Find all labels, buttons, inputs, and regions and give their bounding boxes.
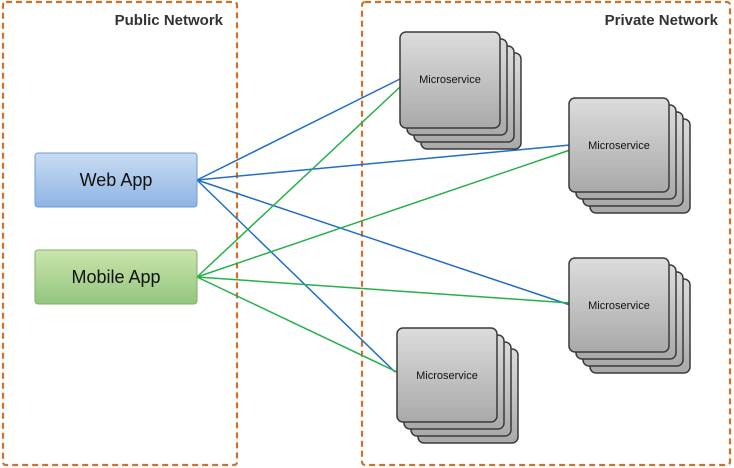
- microservice-node-1[interactable]: Microservice: [399, 31, 522, 150]
- mobile-app-node[interactable]: Mobile App: [34, 249, 198, 305]
- microservice-label: Microservice: [588, 300, 650, 312]
- mobile-app-label: Mobile App: [71, 267, 160, 287]
- microservice-box: [568, 97, 670, 193]
- connection-web-ms1: [196, 78, 401, 181]
- microservice-node-3[interactable]: Microservice: [568, 257, 691, 374]
- connection-web-ms4: [196, 179, 396, 373]
- microservice-box: [568, 257, 670, 353]
- microservice-label: Microservice: [588, 140, 650, 152]
- connection-mobile-ms4: [196, 276, 398, 373]
- connection-web-ms2: [196, 144, 571, 181]
- public-network-border: [1, 0, 239, 467]
- web-app-label: Web App: [80, 170, 153, 190]
- connection-mobile-ms2: [196, 149, 571, 278]
- microservice-node-4[interactable]: Microservice: [396, 327, 519, 444]
- microservice-box: [396, 327, 498, 423]
- connections: [196, 78, 571, 373]
- private-network-zone: Private Network: [360, 0, 732, 467]
- public-network-label: Public Network: [115, 12, 224, 29]
- public-network-zone: Public Network: [1, 0, 239, 467]
- web-app-node[interactable]: Web App: [34, 152, 198, 208]
- microservice-label: Microservice: [419, 74, 481, 86]
- private-network-border: [360, 0, 732, 467]
- connection-web-ms3: [196, 179, 571, 306]
- mobile-app-box: [34, 249, 198, 305]
- microservice-box: [399, 31, 501, 129]
- connection-mobile-ms1: [196, 86, 401, 278]
- microservice-node-2[interactable]: Microservice: [568, 97, 691, 214]
- microservice-label: Microservice: [416, 370, 478, 382]
- web-app-box: [34, 152, 198, 208]
- private-network-label: Private Network: [605, 12, 719, 29]
- connection-mobile-ms3: [196, 276, 571, 304]
